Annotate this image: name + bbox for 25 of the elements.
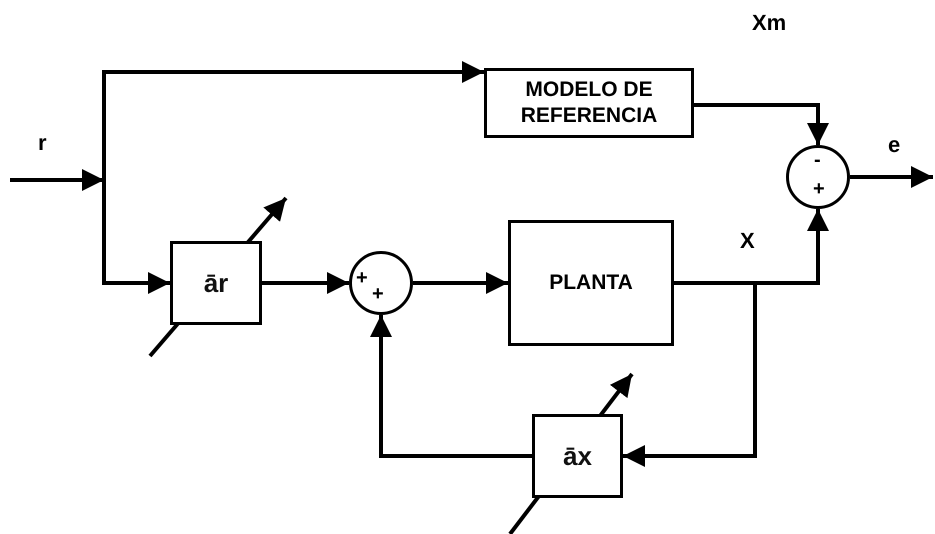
block-label: PLANTA [549,270,633,296]
arrow [102,180,170,294]
arrow [10,169,104,191]
sign-label: + [372,284,384,304]
signal-label: r [38,132,47,154]
block-label: ār [204,266,228,300]
block-label: āx [563,440,592,472]
block-box [532,414,623,498]
sign-label: + [813,179,825,199]
arrow [623,281,757,467]
arrow [370,315,532,458]
arrow [694,103,829,145]
sign-label: - [814,150,821,170]
signal-label: X [740,230,755,252]
arrow [102,61,484,180]
block-box [170,241,262,325]
arrow [413,272,508,294]
signal-label: e [888,134,900,156]
block-label: MODELO DE REFERENCIA [520,76,658,129]
sign-label: + [356,268,368,288]
arrow [262,272,349,294]
signal-label: Xm [752,12,786,34]
block-box [484,68,694,138]
arrow [850,166,933,188]
block-box [508,220,674,346]
